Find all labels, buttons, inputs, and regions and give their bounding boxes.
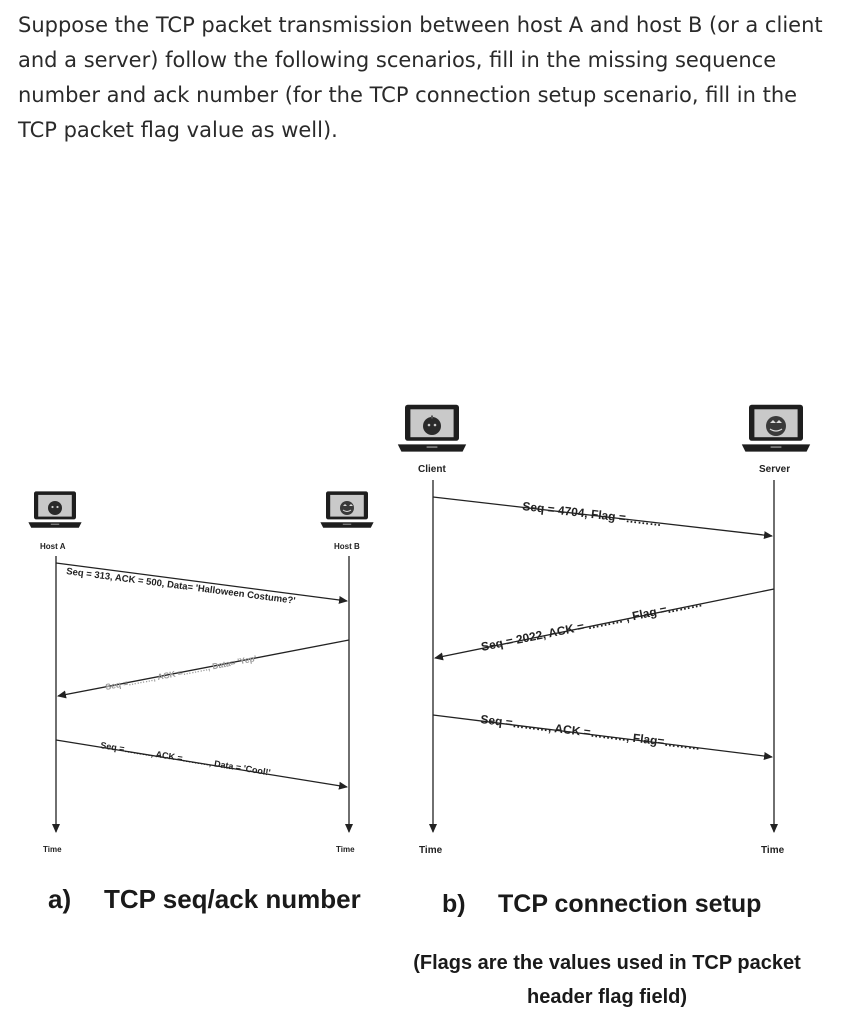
a-message-1-label: Seq = 313, ACK = 500, Data= 'Halloween C… (66, 566, 296, 607)
server-label: Server (759, 464, 790, 475)
diagram-a: Host A Host B Time Time Seq = 313, ACK =… (28, 491, 374, 854)
a-message-3-arrow (55, 739, 348, 790)
b-message-1-arrow (432, 496, 773, 540)
a-message-2-arrow (57, 639, 350, 699)
host-a-laptop-icon (28, 491, 82, 528)
b-message-3-label: Seq =………, ACK =………, Flag=……… (480, 712, 701, 753)
client-label: Client (418, 464, 446, 475)
question-text: Suppose the TCP packet transmission betw… (18, 13, 823, 142)
b-message-1-label: Seq = 4704, Flag =……… (522, 499, 663, 529)
caption-a-label: a) (48, 884, 72, 914)
host-a-label: Host A (40, 542, 66, 551)
b-message-3-arrow (432, 714, 773, 760)
b-message-2-arrow (434, 588, 775, 661)
a-message-3-label: Seq =………, ACK =………, Data = 'Cool!' (100, 740, 272, 777)
host-b-laptop-icon (320, 491, 374, 528)
a-message-2-label: Seq =………, ACK =………, Data= 'Yep' (104, 653, 257, 692)
diagram-b: Client Server Time Time Seq = 4704, Flag… (397, 404, 811, 856)
server-laptop-icon (741, 404, 811, 452)
server-time-label: Time (761, 845, 785, 856)
caption-b-text: TCP connection setup (498, 890, 762, 918)
a-message-1-arrow (55, 562, 348, 604)
caption-b: b) TCP connection setup (442, 890, 761, 919)
caption-a-text: TCP seq/ack number (104, 884, 361, 914)
client-time-label: Time (419, 845, 443, 856)
flags-note: (Flags are the values used in TCP packet… (413, 952, 801, 1008)
host-a-time-label: Time (43, 845, 62, 854)
client-laptop-icon (397, 404, 467, 452)
caption-b-label: b) (442, 890, 466, 918)
host-b-label: Host B (334, 542, 360, 551)
b-message-2-label: Seq = 2022, ACK = ……… , Flag =……… (480, 595, 704, 654)
host-b-time-label: Time (336, 845, 355, 854)
caption-a: a) TCP seq/ack number (48, 884, 361, 915)
